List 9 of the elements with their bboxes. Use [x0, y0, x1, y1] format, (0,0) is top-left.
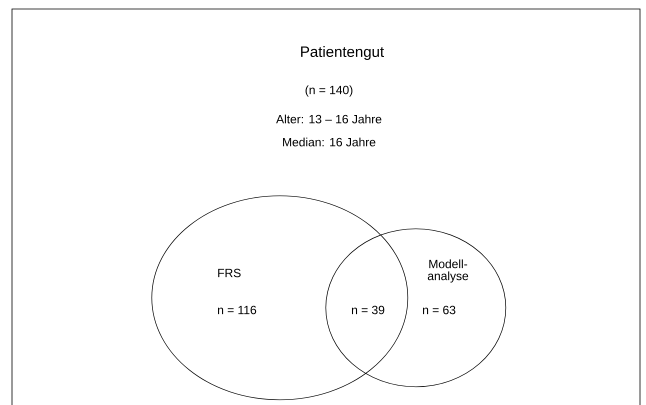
count-label: n = 39	[352, 306, 384, 314]
text: (n = 140)	[306, 85, 352, 97]
text: FRS	[218, 268, 241, 278]
text: n = 63	[423, 306, 456, 314]
text: Alter: 13 – 16 Jahre	[276, 114, 382, 124]
text: n = 116	[218, 306, 256, 314]
text: Modell- analyse	[428, 259, 468, 283]
text: Patientengut	[301, 46, 384, 60]
text: Median: 16 Jahre	[283, 138, 376, 146]
